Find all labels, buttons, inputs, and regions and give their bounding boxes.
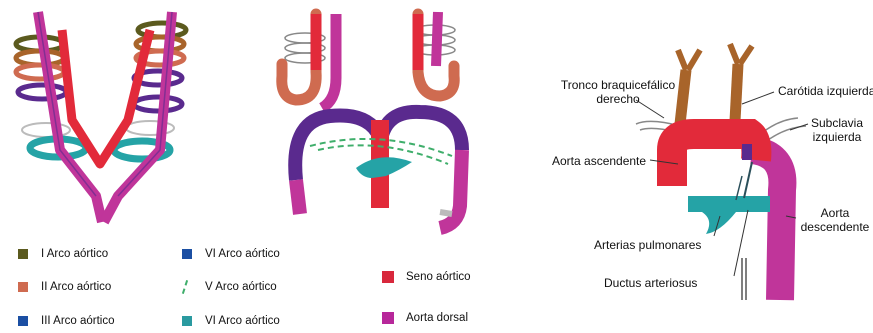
legend-swatch (18, 249, 28, 259)
legend-label: Aorta dorsal (406, 312, 468, 324)
label-left-carotid: Carótida izquierda (778, 84, 873, 98)
legend-swatch (182, 249, 192, 259)
legend-item-arch-5: V Arco aórtico (182, 280, 277, 294)
legend-item-arch-3: III Arco aórtico (18, 315, 115, 327)
legend-label: VI Arco aórtico (205, 248, 280, 260)
legend-item-dorsal-aorta: Aorta dorsal (382, 312, 468, 324)
legend-item-arch-4: VI Arco aórtico (182, 248, 280, 260)
legend-item-arch-2: II Arco aórtico (18, 281, 111, 293)
sixth-arch-2 (356, 157, 412, 178)
transitional-arches-diagram (282, 12, 462, 228)
label-descending-aorta: Aorta descendente (796, 206, 873, 234)
legend-swatch (18, 316, 28, 326)
legend-item-arch-1: I Arco aórtico (18, 248, 108, 260)
legend-swatch (382, 312, 394, 324)
legend-label: III Arco aórtico (41, 315, 115, 327)
legend-swatch (182, 316, 192, 326)
fourth-arch-right (380, 112, 462, 150)
right-carotid (680, 70, 686, 124)
pulmonary-arteries (688, 196, 770, 234)
label-pulmonary-arteries: Arterias pulmonares (594, 238, 701, 252)
legend-swatch (182, 280, 192, 294)
descending-aorta (752, 150, 782, 300)
label-brachiocephalic-trunk: Tronco braquicefálico derecho (558, 78, 678, 106)
legend-label: VI Arco aórtico (205, 315, 280, 327)
label-ductus-arteriosus: Ductus arteriosus (604, 276, 697, 290)
legend-swatch (18, 282, 28, 292)
embryonic-arches-diagram (16, 12, 186, 222)
legend-label: II Arco aórtico (41, 281, 111, 293)
legend-swatch (382, 271, 394, 283)
legend-label: V Arco aórtico (205, 281, 277, 293)
legend-label: I Arco aórtico (41, 248, 108, 260)
legend-item-aortic-sinus: Seno aórtico (382, 271, 471, 283)
label-left-subclavian: Subclavia izquierda (804, 116, 870, 144)
ductus-arteriosus (744, 162, 752, 198)
legend-item-arch-6: VI Arco aórtico (182, 315, 280, 327)
legend-label: Seno aórtico (406, 271, 471, 283)
label-ascending-aorta: Aorta ascendente (552, 154, 646, 168)
